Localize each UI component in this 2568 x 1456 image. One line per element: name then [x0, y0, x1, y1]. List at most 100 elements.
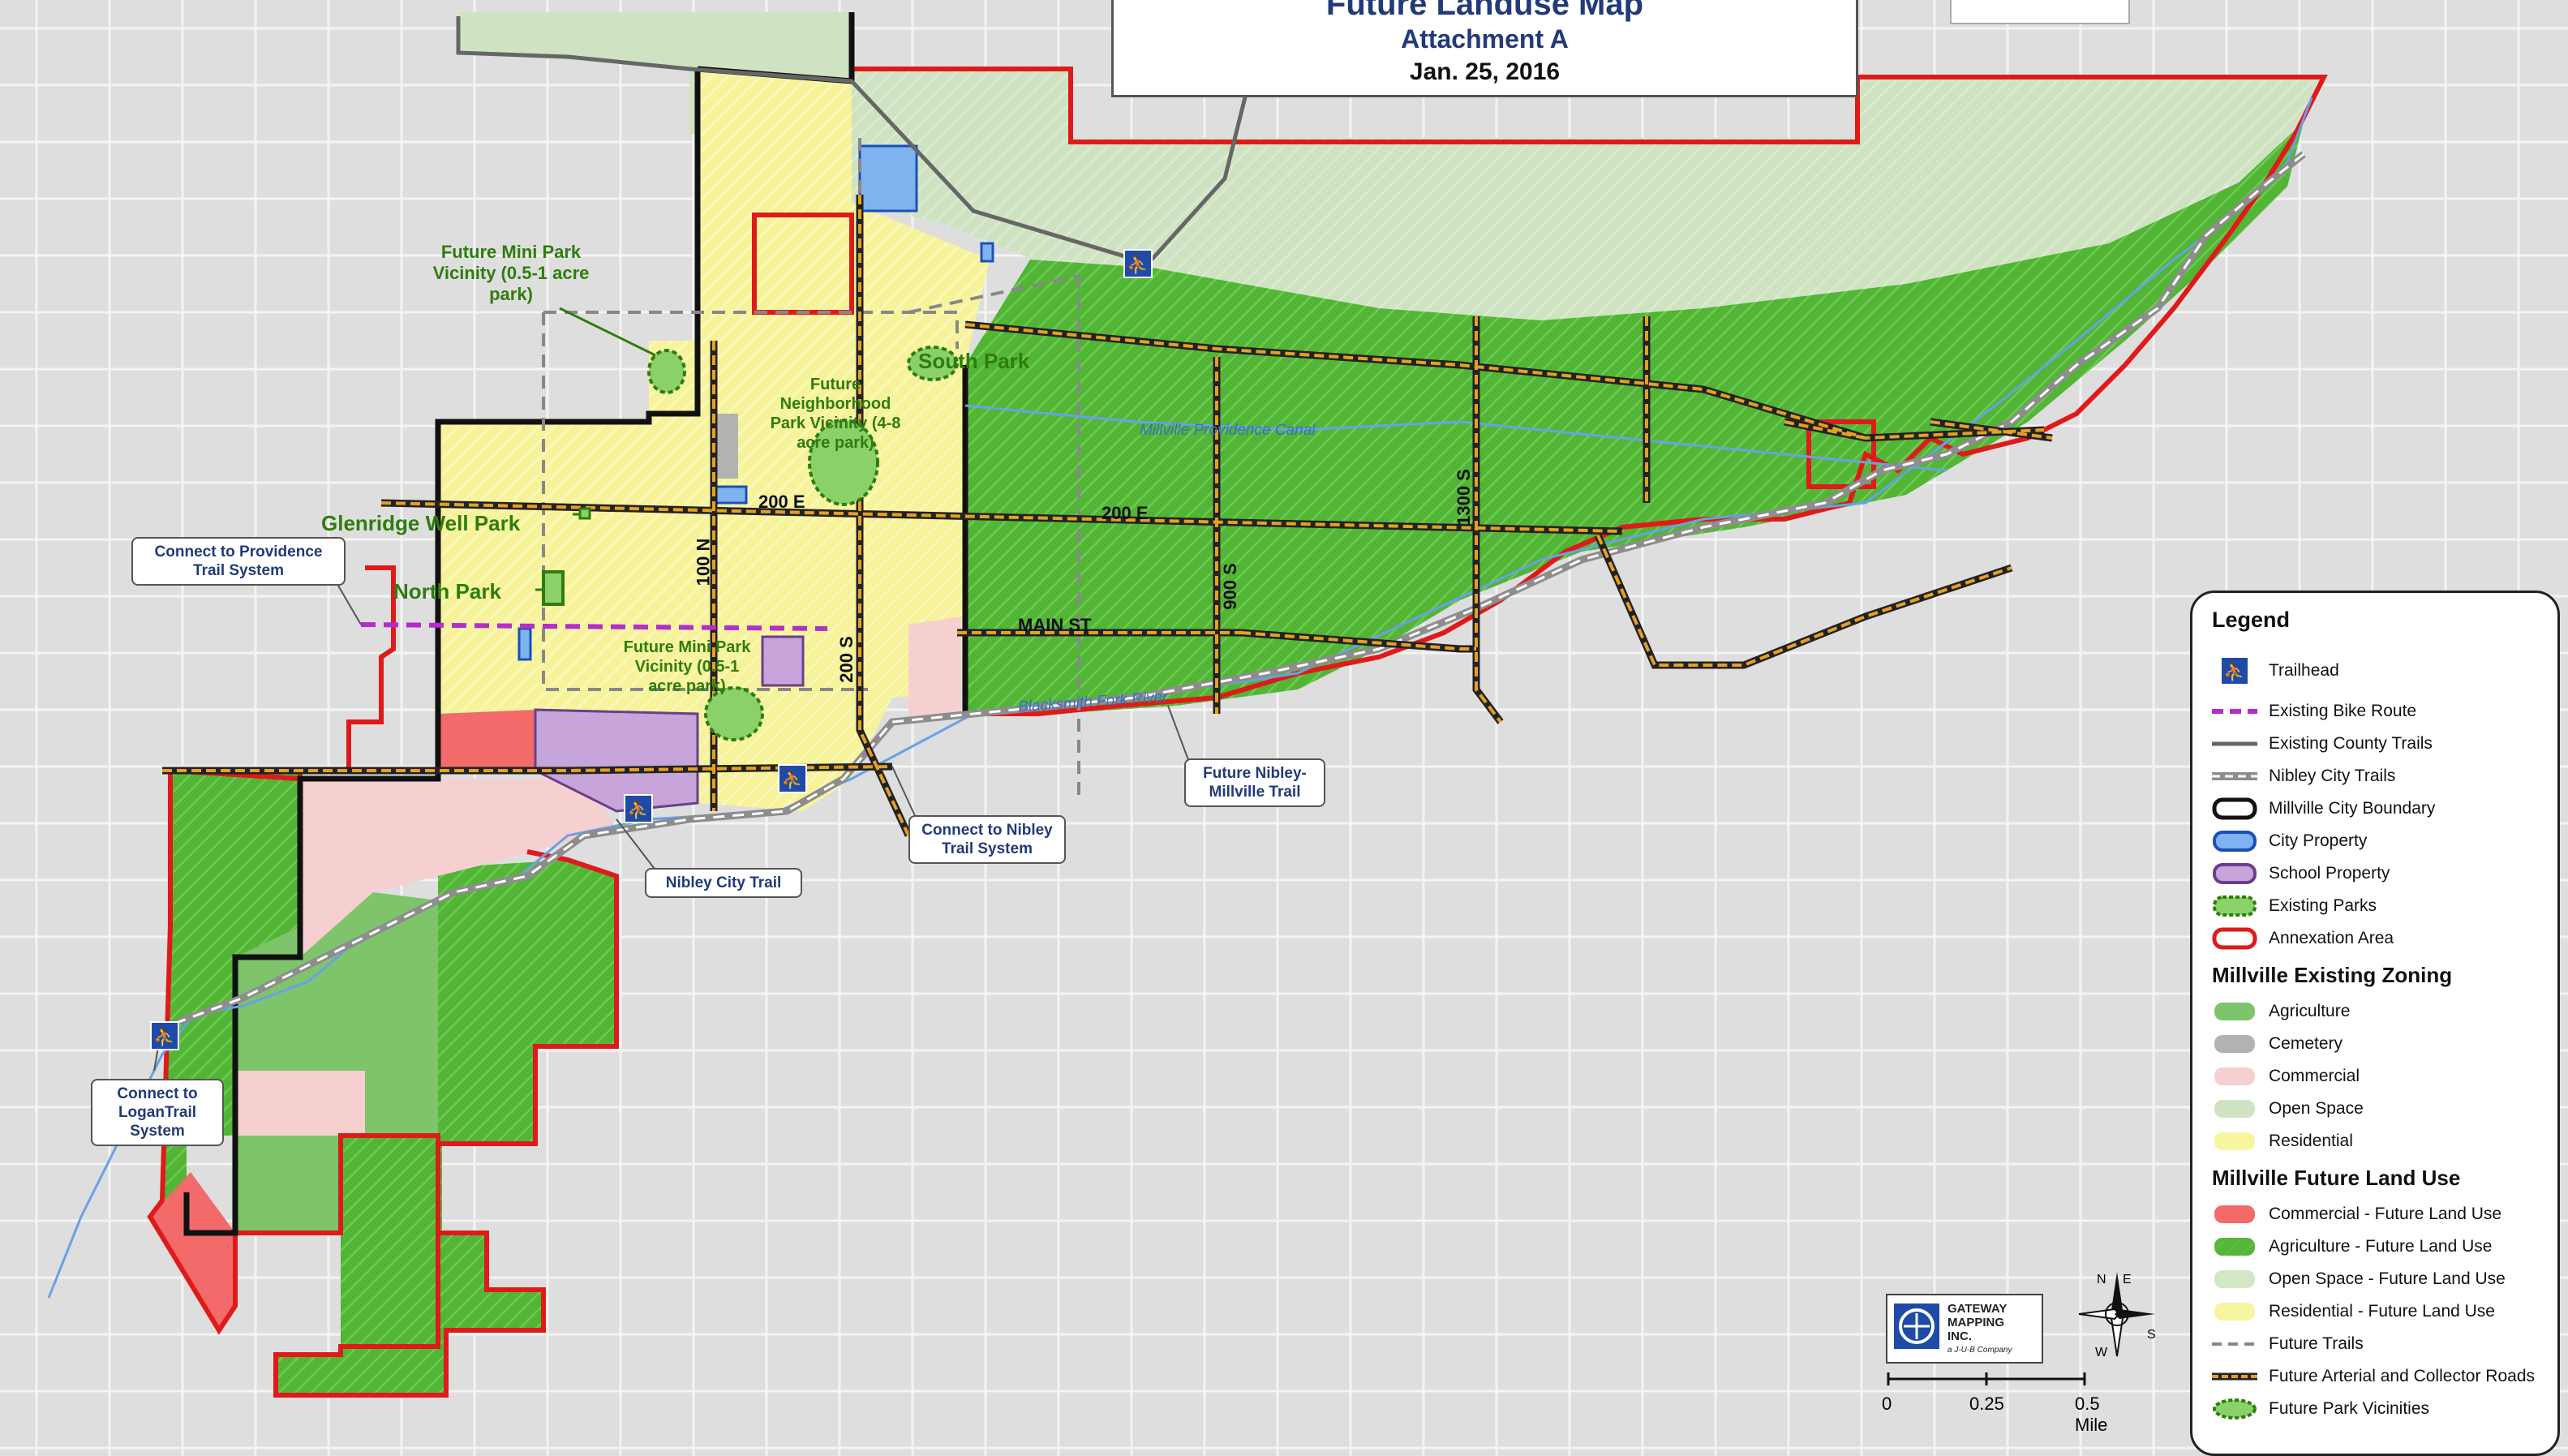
park-vicinity-icon — [2213, 1398, 2257, 1419]
canal-label: Millville Providence Canal — [1140, 422, 1316, 439]
city-property-2 — [712, 485, 748, 505]
annexation-boundary-southwest — [147, 771, 619, 1398]
commercial-future-core — [438, 710, 535, 771]
legend-panel: Legend ⛹ Trailhead Existing Bike Route E… — [2190, 591, 2560, 1456]
callout-future-nibley-millville: Future Nibley-Millville Trail — [1184, 758, 1325, 807]
commercial-future-wedge — [150, 1172, 235, 1330]
svg-text:⛹: ⛹ — [2223, 661, 2245, 683]
map-title: Future Landuse Map — [1325, 0, 1644, 22]
legend-item-commercial-future: Commercial - Future Land Use — [2212, 1200, 2501, 1229]
school-property-small — [761, 635, 805, 687]
future-mini-park-label-2: Future Mini Park Vicinity (0.5-1 acre pa… — [623, 638, 751, 695]
map-date: Jan. 25, 2016 — [1409, 58, 1561, 85]
north-park-shape — [542, 570, 565, 606]
callout-connect-providence: Connect to Providence Trail System — [131, 537, 346, 586]
glenridge-park-shape — [578, 507, 591, 520]
map-title-box: Future Landuse Map Attachment A Jan. 25,… — [1111, 0, 1858, 97]
legend-item-residential: Residential — [2212, 1127, 2353, 1156]
legend-item-open-space: Open Space — [2212, 1094, 2364, 1123]
legend-item-existing-parks: Existing Parks — [2212, 891, 2377, 921]
road-label-200e-east: 200 E — [1101, 503, 1149, 523]
legend-item-city-property: City Property — [2212, 827, 2367, 856]
open-space-future-swatch — [2214, 1270, 2255, 1288]
legend-item-school-property: School Property — [2212, 859, 2390, 888]
legend-title: Legend — [2212, 608, 2291, 632]
annexation-boundary-north — [852, 67, 2328, 716]
trailhead-icon[interactable]: ⛹ — [624, 794, 653, 823]
compass-n: N — [2097, 1273, 2106, 1286]
trailhead-icon[interactable]: ⛹ — [150, 1021, 179, 1050]
future-park-vicinity-3 — [704, 686, 764, 741]
compass-e: E — [2123, 1273, 2132, 1286]
legend-item-cemetery: Cemetery — [2212, 1029, 2343, 1059]
annexation-west-strip — [168, 565, 396, 782]
gateway-line4: a J-U-B Company — [1947, 1346, 2012, 1355]
top-logo — [1950, 0, 2130, 24]
legend-item-residential-future: Residential - Future Land Use — [2212, 1297, 2495, 1326]
legend-item-nibley-trails: Nibley City Trails — [2212, 762, 2395, 791]
legend-item-agriculture-future: Agriculture - Future Land Use — [2212, 1232, 2492, 1261]
compass-rose-icon: N E S W — [2078, 1272, 2156, 1359]
city-property-icon — [2213, 831, 2257, 852]
legend-item-open-space-future: Open Space - Future Land Use — [2212, 1265, 2506, 1294]
road-label-200e-west: 200 E — [758, 492, 805, 512]
trailhead-icon[interactable]: ⛹ — [1123, 249, 1153, 278]
compass-w: W — [2095, 1346, 2108, 1359]
road-label-200s: 200 S — [835, 636, 857, 683]
city-property-3 — [980, 242, 994, 263]
scale-label-05: 0.5 Mile — [2075, 1394, 2108, 1435]
agriculture-future-swatch — [2214, 1238, 2255, 1256]
legend-item-bike-route: Existing Bike Route — [2212, 697, 2416, 726]
nibley-trail-line-icon — [2212, 772, 2257, 780]
trailhead-icon[interactable]: ⛹ — [778, 764, 807, 793]
road-label-1300s: 1300 S — [1453, 469, 1474, 526]
future-neighborhood-park-label: Future Neighborhood Park Vicinity (4-8 a… — [770, 376, 901, 452]
future-park-vicinity-1 — [647, 349, 686, 394]
annexation-east-notch — [1806, 419, 1876, 489]
svg-text:⛹: ⛹ — [781, 769, 803, 791]
trailhead-icon: ⛹ — [2222, 658, 2248, 684]
residential-future-swatch — [2214, 1303, 2255, 1321]
label-pointers — [535, 307, 656, 591]
callout-nibley-city-trail: Nibley City Trail — [645, 868, 802, 898]
millville-providence-canal — [964, 404, 1947, 472]
future-arterial-roads — [162, 195, 2053, 837]
county-trail-line-icon — [2212, 741, 2257, 746]
gateway-logo-mark — [1894, 1304, 1939, 1349]
arterial-road-line-icon — [2212, 1372, 2257, 1381]
legend-item-future-trails: Future Trails — [2212, 1329, 2364, 1359]
legend-item-arterial-roads: Future Arterial and Collector Roads — [2212, 1362, 2535, 1391]
svg-text:⛹: ⛹ — [1127, 254, 1149, 276]
gateway-line3: INC. — [1947, 1329, 1972, 1343]
future-mini-park-label-1: Future Mini Park Vicinity (0.5-1 acre pa… — [432, 242, 590, 304]
cemetery — [714, 414, 738, 479]
gateway-mapping-logo: GATEWAY MAPPING INC. a J-U-B Company — [1886, 1294, 2043, 1364]
legend-section-future-land-use: Millville Future Land Use — [2212, 1166, 2461, 1190]
cemetery-swatch — [2214, 1035, 2255, 1053]
commercial-swatch — [2214, 1067, 2255, 1085]
compass-s: S — [2147, 1328, 2156, 1342]
legend-item-annexation-area: Annexation Area — [2212, 924, 2394, 953]
commercial-existing-east — [908, 616, 961, 722]
glenridge-well-park-label: Glenridge Well Park — [321, 511, 521, 535]
commercial-existing-south — [235, 1071, 365, 1136]
commercial-existing — [300, 779, 616, 957]
open-space-swatch — [2214, 1100, 2255, 1118]
school-property — [534, 708, 699, 813]
existing-county-trail — [456, 16, 1252, 262]
agriculture-swatch — [2214, 1003, 2255, 1020]
future-park-vicinity-2 — [808, 419, 879, 506]
legend-item-city-boundary: Millville City Boundary — [2212, 794, 2435, 823]
legend-item-agriculture: Agriculture — [2212, 997, 2350, 1026]
svg-text:⛹: ⛹ — [627, 799, 649, 821]
callout-connect-nibley: Connect to Nibley Trail System — [908, 815, 1066, 864]
scale-label-0: 0 — [1882, 1394, 1892, 1414]
road-label-100n: 100 N — [693, 538, 714, 586]
scale-label-025: 0.25 — [1969, 1394, 2004, 1414]
road-label-900s: 900 S — [1219, 563, 1240, 610]
existing-parks-icon — [2213, 896, 2257, 917]
city-property-4 — [517, 627, 532, 661]
existing-bike-route — [360, 622, 828, 631]
callout-connect-logan: Connect to LoganTrail System — [91, 1079, 224, 1146]
